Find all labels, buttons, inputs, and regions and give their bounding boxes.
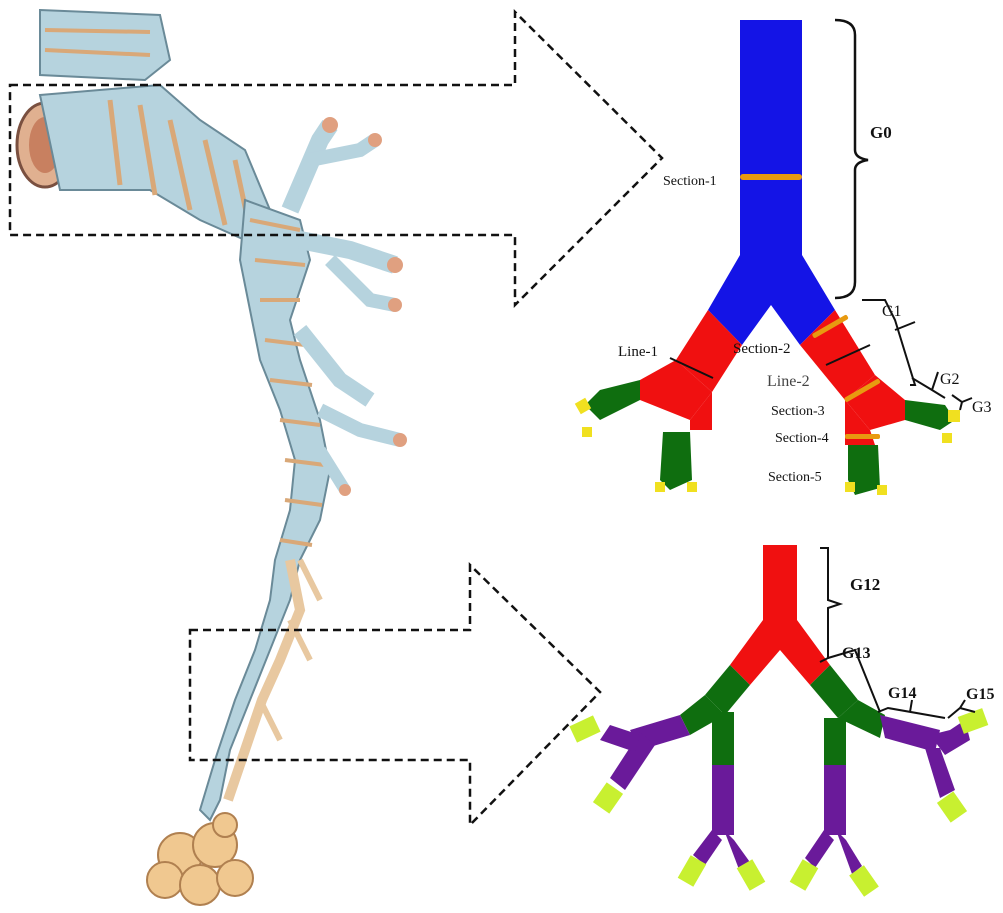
section-4-label: Section-4: [775, 431, 829, 446]
alveoli-cluster: [147, 813, 253, 905]
g1-label: G1: [882, 303, 902, 320]
g15-label: G15: [966, 686, 994, 703]
g0-label: G0: [870, 123, 892, 142]
top-airway-model: G0 G1 G2 G3 Section-1 Line-1 Section-2 L…: [575, 20, 992, 495]
g0-bracket: [835, 20, 868, 298]
g14-label: G14: [888, 685, 916, 702]
g13-label: G13: [842, 645, 870, 662]
g12-bifurcation: [730, 620, 830, 685]
g3-bracket: [952, 395, 972, 410]
airway-illustration: [17, 10, 407, 905]
section-1-label: Section-1: [663, 174, 717, 189]
section-2-label: Section-2: [733, 341, 791, 357]
g2-label: G2: [940, 371, 960, 388]
g14-right-medial: [824, 718, 846, 768]
section-1-marker: [740, 174, 802, 180]
g14-left-medial: [712, 712, 734, 767]
section-3-label: Section-3: [771, 404, 825, 419]
bottom-airway-model: G12 G13 G14 G15: [569, 545, 994, 897]
g15-branches: [600, 715, 970, 874]
section-5-label: Section-5: [768, 470, 822, 485]
g3-right-outer: [905, 400, 955, 430]
g1-bracket-tick: [895, 322, 915, 330]
g12-bracket: [820, 548, 840, 662]
g3-left-inner: [660, 432, 692, 490]
main-bronchus: [200, 200, 330, 820]
g14-bracket: [878, 700, 945, 718]
g12-trunk: [763, 545, 797, 625]
trachea: [17, 10, 270, 240]
line-2-label: Line-2: [767, 373, 810, 390]
g0-trachea: [740, 20, 802, 260]
g3-label: G3: [972, 399, 992, 416]
line-1-label: Line-1: [618, 344, 658, 360]
g3-left-outer: [585, 380, 640, 420]
g12-label: G12: [850, 575, 880, 594]
section-4-marker: [845, 434, 880, 439]
